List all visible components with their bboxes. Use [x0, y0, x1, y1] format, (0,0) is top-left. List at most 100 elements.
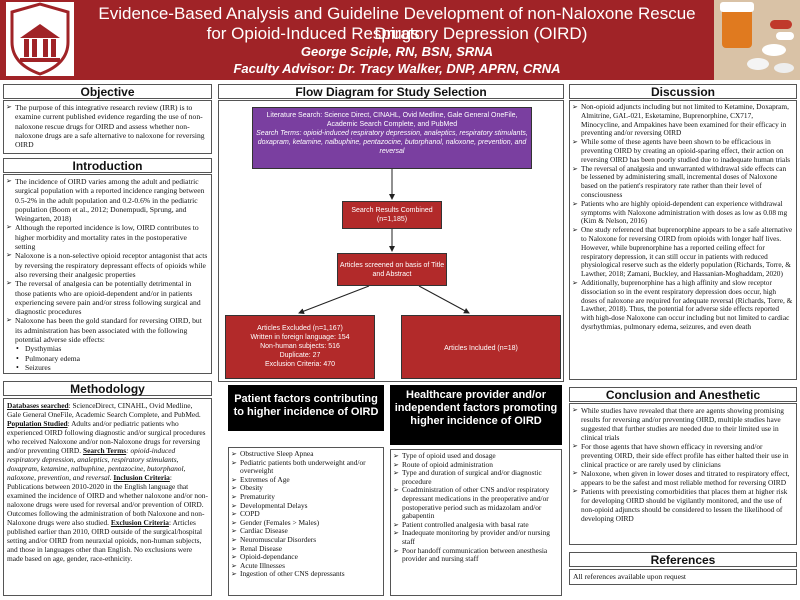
- side-effect-item: Seizures: [16, 363, 208, 373]
- provider-factor-item: Type and duration of surgical and/or dia…: [393, 468, 558, 486]
- poster-title-line2: for Opioid-Induced Respiratory Depressio…: [206, 24, 588, 43]
- methodology-box: Databases searched: ScienceDirect, CINAH…: [3, 398, 212, 596]
- search-terms-text: : opioid-induced respiratory depression,…: [7, 446, 186, 482]
- poster-header: Evidence-Based Analysis and Guideline De…: [0, 0, 800, 80]
- population-text: : Adults and/or pediatric patients who e…: [7, 419, 206, 455]
- population-label: Population Studied: [7, 419, 68, 428]
- discussion-item: Additionally, buprenorphine has a high a…: [572, 278, 793, 332]
- provider-factor-item: Coadministration of other CNS and/or res…: [393, 486, 558, 520]
- references-text: All references available upon request: [573, 572, 687, 581]
- patient-factor-item: COPD: [231, 510, 380, 519]
- discussion-heading: Discussion: [569, 84, 797, 99]
- objective-list: The purpose of this integrative research…: [6, 103, 208, 149]
- flow-diagram: Literature Search: Science Direct, CINAH…: [218, 100, 564, 382]
- pills-image: [714, 0, 800, 80]
- conclusion-item: For those agents that have shown efficac…: [572, 442, 793, 469]
- included-box: Articles Included (n=18): [401, 315, 561, 379]
- databases-label: Databases searched: [7, 401, 69, 410]
- discussion-item: The reversal of analgesia and unwarrante…: [572, 164, 793, 200]
- introduction-box: The incidence of OIRD varies among the a…: [3, 174, 212, 374]
- provider-factor-item: Type of opioid used and dosage: [393, 451, 558, 461]
- side-effect-item: Renarcotization: [16, 372, 208, 373]
- university-logo: [6, 2, 74, 76]
- inclusion-label: Inclusion Criteria: [113, 473, 170, 482]
- excluded-box: Articles Excluded (n=1,167) Written in fo…: [225, 315, 375, 379]
- flow-arrows: [298, 169, 470, 314]
- patient-factors-heading: Patient factors contributing to higher i…: [228, 385, 384, 431]
- side-effect-item: Pulmonary edema: [16, 354, 208, 364]
- conclusion-item: Naloxone, when given in lower doses and …: [572, 469, 793, 487]
- excluded-line: Duplicate: 27: [279, 352, 321, 359]
- search-terms-flow-text: Search Terms: opioid-induced respiratory…: [256, 130, 528, 155]
- literature-search-box: Literature Search: Science Direct, CINAH…: [252, 107, 532, 169]
- provider-factors-box: Type of opioid used and dosageRoute of o…: [390, 449, 562, 596]
- poster-title-line1: Evidence-Based Analysis and Guideline De…: [98, 4, 696, 43]
- patient-factors-box: Obstructive Sleep ApneaPediatric patient…: [228, 447, 384, 596]
- inclusion-text: : Publications between 2010-2020 in the …: [7, 473, 208, 527]
- provider-factor-item: Inadequate monitoring by provider and/or…: [393, 528, 558, 546]
- objective-item: The purpose of this integrative research…: [6, 103, 208, 149]
- excluded-line: Non-human subjects: 516: [260, 343, 340, 350]
- patient-factor-item: Acute Illnesses: [231, 561, 380, 571]
- patient-factor-item: Ingestion of other CNS depressants: [231, 570, 380, 579]
- introduction-list: The incidence of OIRD varies among the a…: [6, 177, 208, 344]
- patient-factor-item: Gender (Females > Males): [231, 518, 380, 528]
- exclusion-label: Exclusion Criteria: [110, 518, 169, 527]
- introduction-item: Naloxone has been the gold standard for …: [6, 316, 208, 344]
- screened-box: Articles screened on basis of Title and …: [337, 253, 447, 286]
- methodology-heading: Methodology: [3, 381, 212, 396]
- objective-box: The purpose of this integrative research…: [3, 100, 212, 154]
- databases-text: : ScienceDirect, CINAHL, Ovid Medline, G…: [7, 401, 201, 419]
- author-name: George Sciple, RN, BSN, SRNA: [300, 44, 494, 59]
- references-heading: References: [569, 552, 797, 567]
- introduction-item: Naloxone is a non-selective opioid recep…: [6, 251, 208, 279]
- search-results-box: Search Results Combined (n=1,185): [342, 201, 442, 229]
- discussion-item: While some of these agents have been sho…: [572, 137, 793, 164]
- conclusion-box: While studies have revealed that there a…: [569, 403, 797, 545]
- side-effect-item: Dysthymias: [16, 344, 208, 354]
- faculty-advisor: Faculty Advisor: Dr. Tracy Walker, DNP, …: [233, 61, 561, 76]
- discussion-item: Patients who are highly opioid-dependent…: [572, 199, 793, 226]
- patient-factor-item: Renal Disease: [231, 544, 380, 554]
- conclusion-item: While studies have revealed that there a…: [572, 406, 793, 442]
- discussion-list: Non-opioid adjuncts including but not li…: [572, 102, 793, 332]
- introduction-heading: Introduction: [3, 158, 212, 173]
- provider-factors-list: Type of opioid used and dosageRoute of o…: [393, 451, 558, 564]
- search-results-count: (n=1,185): [376, 216, 408, 223]
- patient-factor-item: Extremes of Age: [231, 475, 380, 485]
- conclusion-list: While studies have revealed that there a…: [572, 406, 793, 523]
- literature-search-text: Literature Search: Science Direct, CINAH…: [266, 112, 518, 128]
- patient-factor-item: Obstructive Sleep Apnea: [231, 449, 380, 459]
- excluded-line: Articles Excluded (n=1,167): [257, 325, 343, 332]
- conclusion-heading: Conclusion and Anesthetic Implications: [569, 387, 797, 417]
- patient-factor-item: Developmental Delays: [231, 501, 380, 511]
- introduction-item: The reversal of analgesia can be potenti…: [6, 279, 208, 316]
- discussion-item: One study referenced that buprenorphine …: [572, 225, 793, 279]
- excluded-line: Written in foreign language: 154: [250, 334, 350, 341]
- patient-factor-item: Opioid-dependance: [231, 553, 380, 562]
- side-effects-list: DysthymiasPulmonary edemaSeizuresRenarco…: [7, 344, 208, 373]
- search-terms-label: Search Terms: [82, 446, 127, 455]
- excluded-line: Exclusion Criteria: 470: [264, 361, 336, 368]
- provider-factor-item: Patient controlled analgesia with basal …: [393, 520, 558, 530]
- search-results-label: Search Results Combined: [351, 207, 433, 214]
- methodology-text: Databases searched: ScienceDirect, CINAH…: [7, 401, 208, 563]
- patient-factor-item: Prematurity: [231, 492, 380, 502]
- provider-factor-item: Route of opioid administration: [393, 460, 558, 470]
- patient-factor-item: Obesity: [231, 484, 380, 493]
- conclusion-item: Patients with preexisting comorbidities …: [572, 487, 793, 523]
- discussion-box: Non-opioid adjuncts including but not li…: [569, 100, 797, 380]
- discussion-item: Non-opioid adjuncts including but not li…: [572, 102, 793, 138]
- provider-factor-item: Poor handoff communication between anest…: [393, 546, 558, 564]
- introduction-item: The incidence of OIRD varies among the a…: [6, 177, 208, 223]
- references-box: All references available upon request: [569, 569, 797, 585]
- patient-factors-list: Obstructive Sleep ApneaPediatric patient…: [231, 449, 380, 579]
- introduction-item: Although the reported incidence is low, …: [6, 223, 208, 251]
- patient-factor-item: Pediatric patients both underweight and/…: [231, 458, 380, 476]
- patient-factor-item: Neuromuscular Disorders: [231, 535, 380, 545]
- objective-heading: Objective: [3, 84, 212, 99]
- provider-factors-heading: Healthcare provider and/or independent f…: [390, 385, 562, 445]
- flow-heading: Flow Diagram for Study Selection: [218, 84, 564, 99]
- exclusion-text: : Articles published earlier than 2010, …: [7, 518, 203, 563]
- patient-factor-item: Cardiac Disease: [231, 527, 380, 536]
